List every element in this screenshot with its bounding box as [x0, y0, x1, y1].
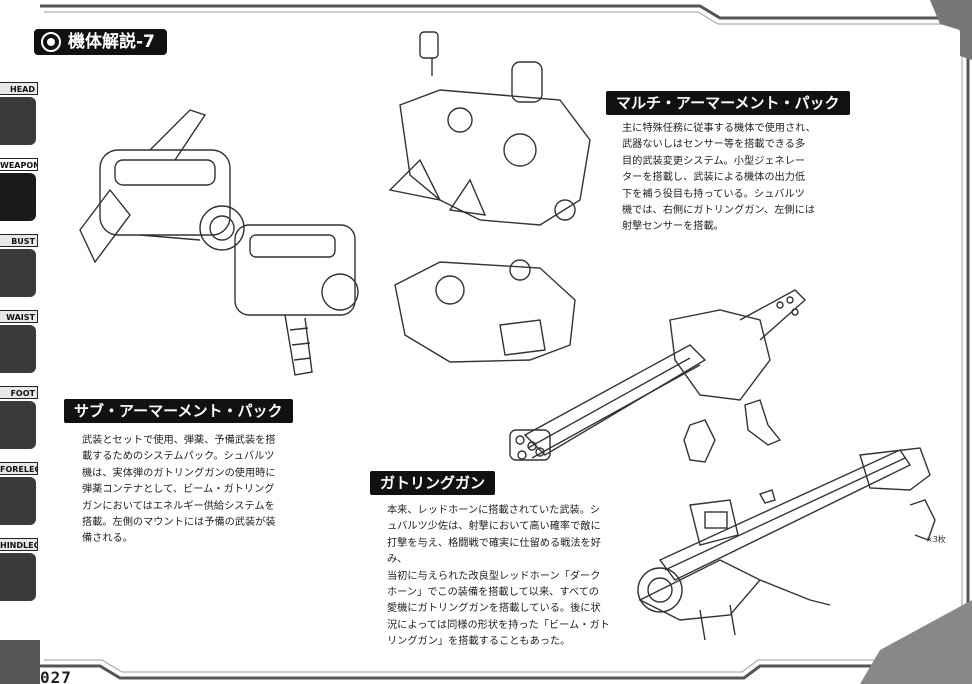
tab-hindleg[interactable]: HINDLEG — [0, 534, 40, 608]
section-body-gatling: 本来、レッドホーンに搭載されていた武装。シ ュバルツ少佐は、射撃において高い確率… — [387, 503, 617, 651]
text-line: 本来、レッドホーンに搭載されていた武装。シ — [387, 505, 601, 516]
text-line: 機は、実体弾のガトリングガンの使用時に — [82, 467, 276, 479]
tab-waist[interactable]: WAIST — [0, 306, 40, 380]
handwritten-note: ×3枚 — [926, 535, 946, 544]
tab-thumbnail — [0, 249, 36, 297]
text-line: 主に特殊任務に従事する機体で使用され、 — [622, 123, 816, 134]
text-line: 当初に与えられた改良型レッドホーン「ダーク — [387, 570, 601, 582]
gatling-gun-drawing-1 — [509, 289, 807, 461]
multi-armament-pack-drawing — [388, 31, 591, 226]
section-heading-sub-armament: サブ・アーマーメント・パック — [64, 399, 293, 423]
tab-label: HINDLEG — [0, 538, 38, 551]
tab-label: HEAD — [0, 82, 38, 95]
section-heading-gatling: ガトリングガン — [370, 471, 496, 495]
tab-head[interactable]: HEAD — [0, 78, 40, 152]
text-line: 下を補う役目も持っている。シュバルツ — [622, 188, 805, 200]
tab-foot[interactable]: FOOT — [0, 382, 40, 456]
gatling-gun-drawing-2 — [637, 447, 931, 641]
tab-label: FORELEG — [0, 462, 38, 475]
page-title: 機体解説-7 — [34, 29, 167, 55]
text-line: ュバルツ少佐は、射撃において高い確率で敵に — [387, 521, 601, 533]
text-line: リングガン」を搭載することもあった。 — [387, 636, 571, 648]
text-line: 機では、右側にガトリングガン、左側には — [622, 205, 815, 217]
text-line: 備される。 — [82, 533, 133, 545]
pack-rear-drawing — [394, 259, 576, 363]
text-line: ホーン」でこの装備を搭載して以来、すべての — [387, 587, 599, 599]
tab-label: BUST — [0, 234, 38, 247]
section-heading-multi-armament: マルチ・アーマーメント・パック — [606, 91, 850, 115]
tab-foreleg[interactable]: FORELEG — [0, 458, 40, 532]
text-line: 目的武装変更システム。小型ジェネレー — [622, 155, 806, 167]
tab-thumbnail — [0, 401, 36, 449]
gatling-mount-parts-drawing — [683, 399, 936, 541]
text-line: 弾薬コンテナとして、ビーム・ガトリング — [82, 484, 275, 496]
text-line: 況によっては同様の形状を持った「ビーム・ガト — [387, 619, 610, 631]
tab-thumbnail — [0, 553, 36, 601]
tab-label: WAIST — [0, 310, 38, 323]
text-line: ターを搭載し、武装による機体の出力低 — [622, 172, 806, 184]
text-line: 射撃センサーを搭載。 — [622, 221, 724, 233]
text-line: 搭載。左側のマウントには予備の武装が装 — [82, 517, 276, 529]
tab-label: WEAPON — [0, 158, 38, 171]
text-line: 打撃を与え、格闘戦で確実に仕留める戦法を好み、 — [387, 537, 601, 566]
text-line: 愛機にガトリングガンを搭載している。後に状 — [387, 603, 601, 615]
text-line: 武器ないしはセンサー等を搭載できる多 — [622, 139, 806, 151]
section-body-sub-armament: 武装とセットで使用、弾薬、予備武装を搭 載するためのシステムパック。シュバルツ … — [82, 433, 282, 548]
sub-armament-pack-drawing — [79, 109, 359, 376]
text-line: ガンにおいてはエネルギー供給システムを — [82, 500, 275, 512]
tab-label: FOOT — [0, 386, 38, 399]
section-body-multi-armament: 主に特殊任務に従事する機体で使用され、 武器ないしはセンサー等を搭載できる多 目… — [622, 121, 818, 236]
tab-thumbnail — [0, 477, 36, 525]
tab-bust[interactable]: BUST — [0, 230, 40, 304]
tab-thumbnail — [0, 325, 36, 373]
tab-weapon[interactable]: WEAPON — [0, 154, 40, 228]
page-number: 027 — [40, 668, 72, 684]
text-line: 武装とセットで使用、弾薬、予備武装を搭 — [82, 435, 276, 446]
tab-thumbnail — [0, 173, 36, 221]
text-line: 載するためのシステムパック。シュバルツ — [82, 451, 275, 463]
gear-icon — [41, 32, 61, 52]
tab-thumbnail — [0, 97, 36, 145]
page-title-text: 機体解説-7 — [68, 32, 155, 52]
